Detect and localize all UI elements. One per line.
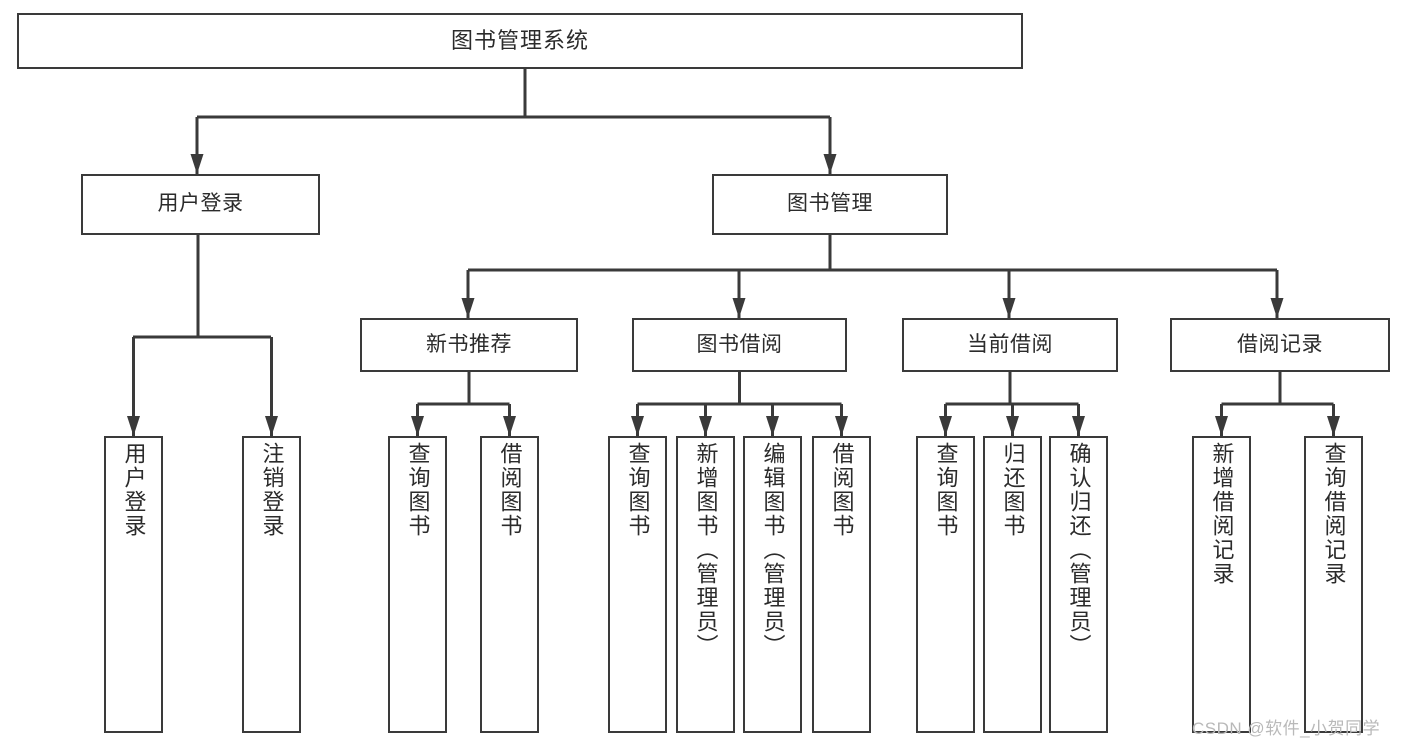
node-level3-2[interactable]: 当前借阅 <box>902 318 1118 372</box>
node-label: 归还图书 <box>1000 442 1026 538</box>
node-leaf-7[interactable]: 借阅图书 <box>812 436 871 733</box>
node-label: 确认归还（管理员） <box>1066 442 1092 658</box>
node-level3-0[interactable]: 新书推荐 <box>360 318 578 372</box>
node-label: 当前借阅 <box>967 332 1053 356</box>
node-leaf-8[interactable]: 查询图书 <box>916 436 975 733</box>
node-level2-0[interactable]: 用户登录 <box>81 174 320 235</box>
node-label: 查询图书 <box>625 442 651 538</box>
node-leaf-9[interactable]: 归还图书 <box>983 436 1042 733</box>
node-label: 借阅图书 <box>497 442 523 538</box>
node-leaf-10[interactable]: 确认归还（管理员） <box>1049 436 1108 733</box>
node-label: 图书管理 <box>787 192 873 216</box>
node-level3-1[interactable]: 图书借阅 <box>632 318 847 372</box>
node-label: 注销登录 <box>259 442 285 538</box>
node-leaf-4[interactable]: 查询图书 <box>608 436 667 733</box>
node-label: 借阅记录 <box>1237 332 1323 356</box>
node-label: 新增图书（管理员） <box>693 442 719 658</box>
node-label: 用户登录 <box>157 192 244 216</box>
node-leaf-12[interactable]: 查询借阅记录 <box>1304 436 1363 733</box>
node-level3-3[interactable]: 借阅记录 <box>1170 318 1390 372</box>
csdn-watermark: CSDN @软件_小贺同学 <box>1192 719 1381 738</box>
node-label: 借阅图书 <box>829 442 855 538</box>
node-label: 新增借阅记录 <box>1209 442 1235 586</box>
node-root-0[interactable]: 图书管理系统 <box>17 13 1023 69</box>
node-label: 查询图书 <box>405 442 431 538</box>
node-leaf-5[interactable]: 新增图书（管理员） <box>676 436 735 733</box>
node-label: 图书管理系统 <box>450 28 589 54</box>
node-leaf-11[interactable]: 新增借阅记录 <box>1192 436 1251 733</box>
node-leaf-6[interactable]: 编辑图书（管理员） <box>743 436 802 733</box>
node-label: 图书借阅 <box>696 332 783 356</box>
node-leaf-0[interactable]: 用户登录 <box>104 436 163 733</box>
node-leaf-3[interactable]: 借阅图书 <box>480 436 539 733</box>
node-label: 查询图书 <box>933 442 959 538</box>
node-label: 查询借阅记录 <box>1321 442 1347 586</box>
node-label: 编辑图书（管理员） <box>760 442 786 658</box>
node-label: 用户登录 <box>121 442 147 538</box>
node-level2-1[interactable]: 图书管理 <box>712 174 948 235</box>
node-leaf-1[interactable]: 注销登录 <box>242 436 301 733</box>
node-label: 新书推荐 <box>426 332 512 356</box>
node-leaf-2[interactable]: 查询图书 <box>388 436 447 733</box>
